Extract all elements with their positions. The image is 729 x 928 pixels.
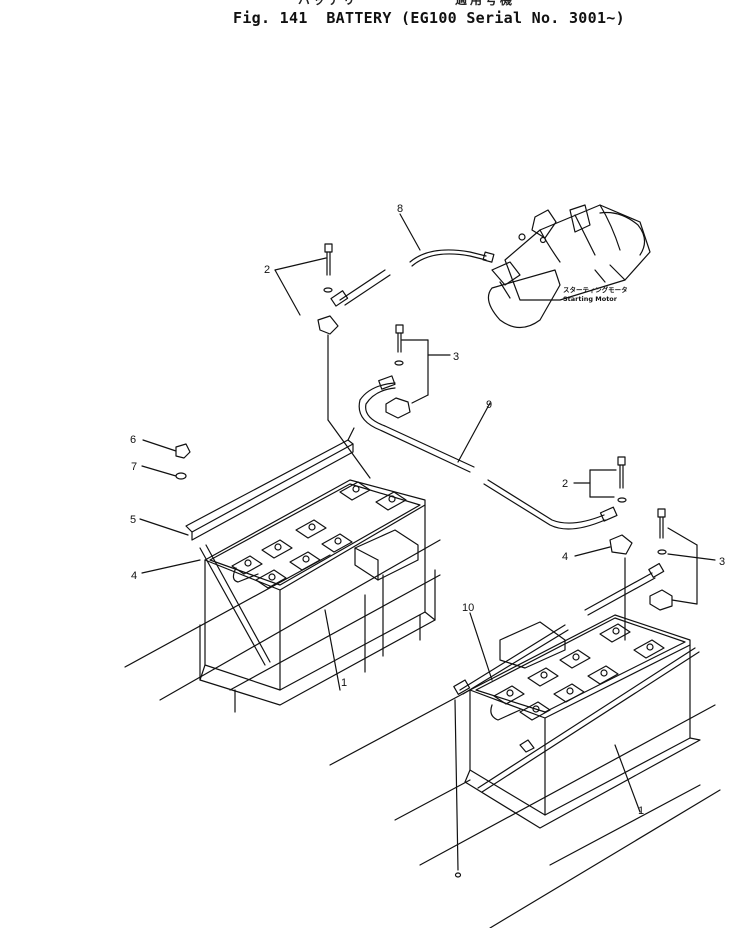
figure-caption: Fig. 141 BATTERY (EG100 Serial No. 3001~… [233,9,625,27]
callout-1-right: 1 [638,805,644,817]
serial-close-paren: ) [615,9,625,27]
serial-range: EG100 Serial No. 3001~ [410,9,616,27]
callout-5: 5 [130,514,136,526]
callout-numbers: 1 1 2 2 3 3 4 4 5 6 7 8 9 10 [130,203,725,817]
figure-number: Fig. 141 [233,9,308,27]
floor-frame-lines [124,539,721,928]
cable-10 [453,612,569,878]
washer-7 [141,465,187,480]
cable-8 [399,213,495,267]
callout-2-lower: 2 [562,478,568,490]
short-cable-lower [584,562,665,616]
hold-down-bar-5 [139,427,355,541]
short-cable-upper [330,269,391,307]
nut-6 [142,439,191,459]
bolt-set-3-lower [649,508,716,611]
left-battery [141,479,436,706]
callout-4-left: 4 [131,570,137,582]
cable-9 [358,375,618,530]
bolt-set-2-upper [274,243,371,479]
figure-title: BATTERY [326,9,392,27]
right-battery [464,614,701,829]
callout-2-upper: 2 [264,264,270,276]
callout-6: 6 [130,434,136,446]
callout-7: 7 [131,461,137,473]
callout-3-upper: 3 [453,351,459,363]
terminal-4-lower [574,534,633,641]
callout-9: 9 [486,399,492,411]
figure-header: バッテリ 適用号機 Fig. 141 BATTERY (EG100 Serial… [0,0,729,34]
starting-motor [487,204,651,329]
bolt-set-2-lower [573,456,627,503]
callout-4-right: 4 [562,551,568,563]
callout-3-lower: 3 [719,556,725,568]
starting-motor-label-jp: スターティングモータ [563,285,628,294]
japanese-serial-heading: 適用号機 [455,0,516,7]
bolt-set-3-upper [385,324,451,419]
callout-10: 10 [462,602,474,614]
japanese-title: バッテリ [298,0,359,7]
callout-8: 8 [397,203,403,215]
starting-motor-label-en: Starting Motor [563,295,618,303]
callout-1-left: 1 [341,677,347,689]
serial-open-paren: ( [401,9,411,27]
